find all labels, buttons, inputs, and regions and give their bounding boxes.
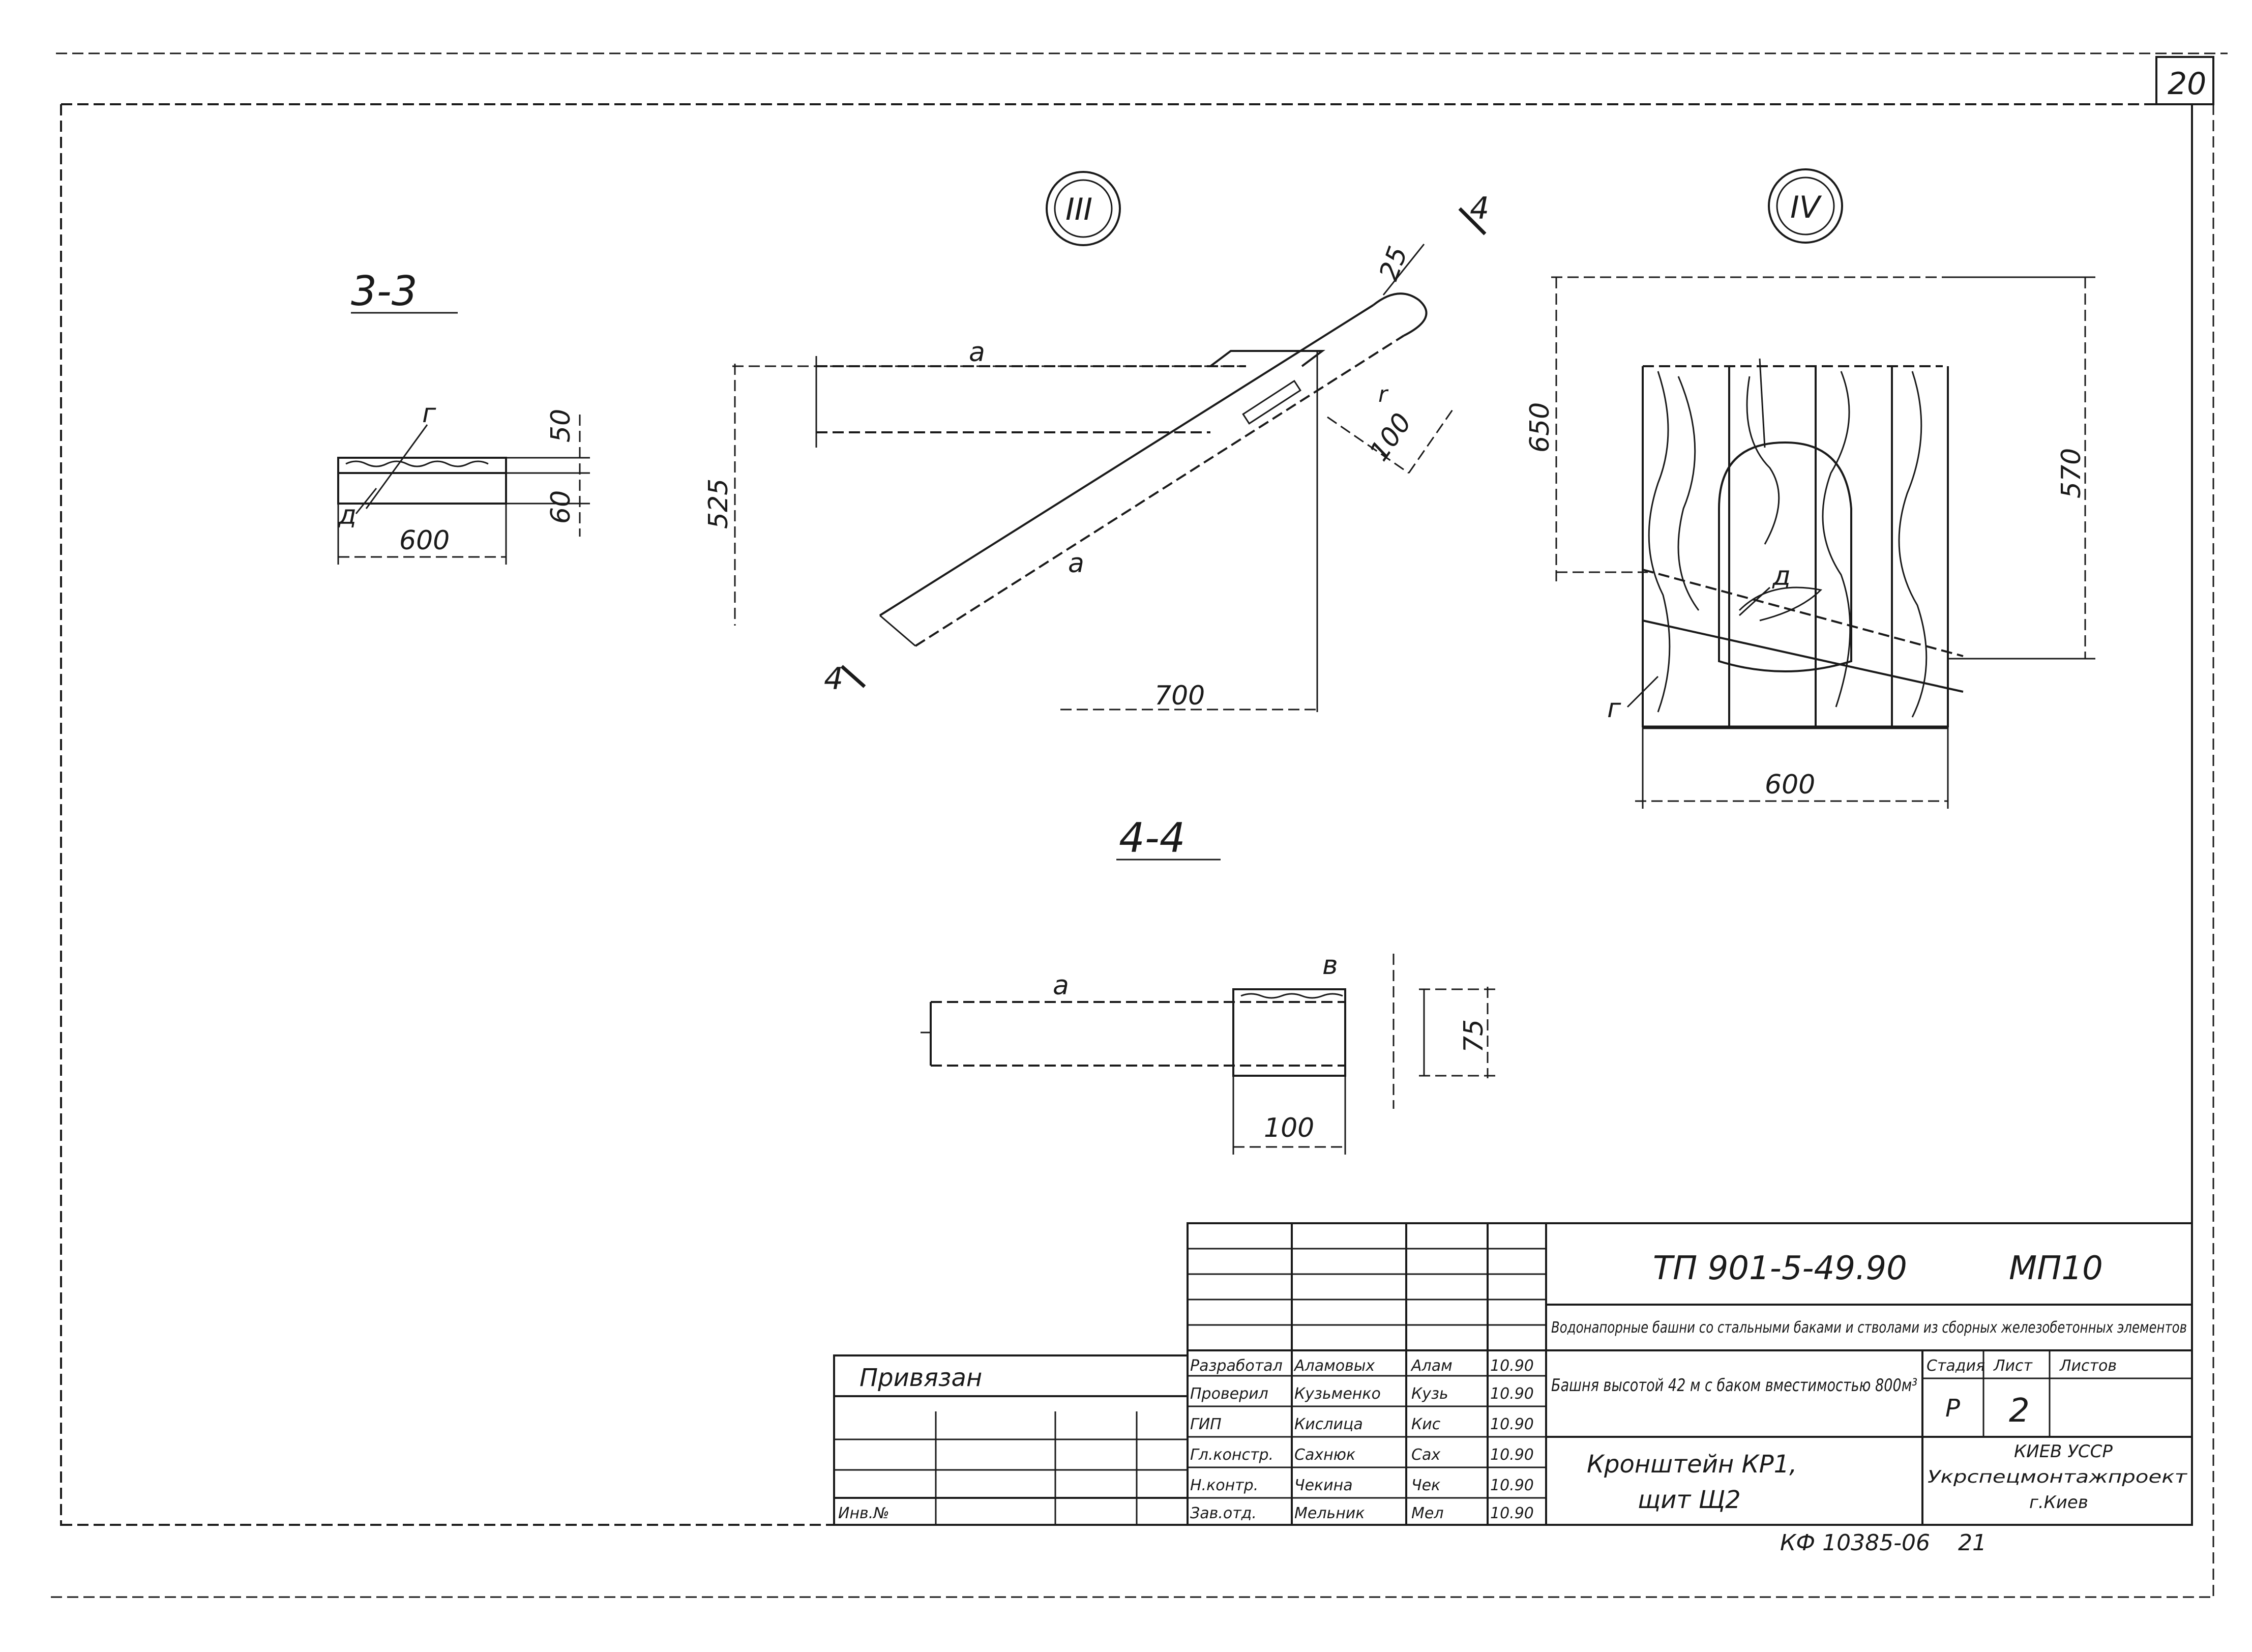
node-iii-marker: III xyxy=(1065,192,1092,227)
section-4-4 xyxy=(921,859,1500,1155)
title-project: Водонапорные башни со стальными баками и… xyxy=(1551,1319,2187,1337)
title-stage-value: Р xyxy=(1945,1394,1960,1423)
role-4-sign: Чек xyxy=(1411,1477,1440,1494)
role-2-role: ГИП xyxy=(1190,1415,1222,1433)
node-iii-label-a-top: а xyxy=(969,337,985,368)
section-3-3-dim-bottom: 60 xyxy=(546,490,576,524)
title-org-3: г.Киев xyxy=(2029,1492,2088,1513)
sheet-number: 20 xyxy=(2168,66,2206,102)
section-4-4-dim-height: 75 xyxy=(1459,1019,1489,1053)
side-table-inv: Инв.№ xyxy=(838,1504,889,1522)
role-3-role: Гл.констр. xyxy=(1190,1446,1273,1464)
section-3-3-dim-top: 50 xyxy=(546,409,576,442)
footer-code: КФ 10385-06 xyxy=(1780,1530,1930,1556)
role-5-role: Зав.отд. xyxy=(1190,1504,1257,1522)
title-mark: МП10 xyxy=(2009,1250,2103,1287)
section-3-3-label-d: д xyxy=(338,500,357,530)
title-sheet-value: 2 xyxy=(2009,1392,2030,1430)
role-2-sign: Кис xyxy=(1411,1415,1441,1433)
node-iii-dim-r: r xyxy=(1378,381,1389,407)
title-org-2: Укрспецмонтажпроект xyxy=(1928,1467,2187,1487)
node-iv xyxy=(1551,168,2095,809)
section-3-3-dim-width: 600 xyxy=(399,525,450,556)
role-5-name: Мельник xyxy=(1294,1504,1365,1522)
role-4-name: Чекина xyxy=(1294,1477,1353,1494)
node-iii xyxy=(732,171,1487,712)
role-3-name: Сахнюк xyxy=(1294,1446,1355,1464)
section-4-4-label-v: в xyxy=(1322,950,1338,981)
section-3-3-label-g: г xyxy=(422,398,436,429)
section-3-3-title: 3-3 xyxy=(351,268,418,315)
title-stage-header: Стадия xyxy=(1927,1357,1985,1375)
node-iv-dim-bottom: 600 xyxy=(1765,770,1815,800)
role-0-sign: Алам xyxy=(1410,1357,1453,1375)
node-iv-label-g: г xyxy=(1607,693,1621,724)
node-iv-dim-right: 570 xyxy=(2056,448,2087,498)
title-object: Башня высотой 42 м с баком вместимостью … xyxy=(1551,1375,1917,1396)
node-iii-dim-end: 100 xyxy=(1364,408,1417,467)
role-3-sign: Сах xyxy=(1411,1446,1440,1464)
node-iv-label-d: д xyxy=(1772,561,1791,592)
role-5-sign: Мел xyxy=(1411,1504,1444,1522)
node-iv-marker: IV xyxy=(1790,190,1822,225)
footer-num: 21 xyxy=(1958,1530,1987,1556)
title-drawing-2: щит Щ2 xyxy=(1638,1486,1741,1514)
node-iii-label-a-bottom: а xyxy=(1068,548,1084,579)
role-2-name: Кислица xyxy=(1294,1415,1363,1433)
title-drawing-1: Кронштейн КР1, xyxy=(1587,1450,1797,1479)
section-4-4-title: 4-4 xyxy=(1119,814,1186,862)
side-table-header: Привязан xyxy=(860,1364,982,1392)
section-3-3: 3-3 xyxy=(337,268,590,565)
node-iii-dim-height: 525 xyxy=(703,479,734,529)
role-1-date: 10.90 xyxy=(1490,1385,1534,1403)
node-iv-dim-left: 650 xyxy=(1525,402,1555,453)
node-iv-marker-circle xyxy=(1768,168,1843,244)
role-0-name: Аламовых xyxy=(1293,1357,1375,1375)
section-4-4-label-a: а xyxy=(1053,970,1069,1001)
node-iii-marker-circle xyxy=(1046,171,1121,246)
role-4-date: 10.90 xyxy=(1490,1477,1534,1494)
role-1-role: Проверил xyxy=(1190,1385,1268,1403)
role-1-name: Кузьменко xyxy=(1294,1385,1381,1403)
role-1-sign: Кузь xyxy=(1411,1385,1448,1403)
node-iii-dim-width: 700 xyxy=(1154,681,1205,711)
role-0-role: Разработал xyxy=(1190,1357,1283,1375)
title-block xyxy=(833,1222,2193,1526)
section-4-4-dim-width: 100 xyxy=(1264,1113,1314,1143)
role-0-date: 10.90 xyxy=(1490,1357,1534,1375)
role-5-date: 10.90 xyxy=(1490,1504,1534,1522)
node-iii-cut-top: 4 xyxy=(1470,191,1489,226)
title-code: ТП 901-5-49.90 xyxy=(1653,1250,1907,1287)
role-4-role: Н.контр. xyxy=(1190,1477,1258,1494)
title-sheets-header: Листов xyxy=(2059,1357,2117,1375)
role-3-date: 10.90 xyxy=(1490,1446,1534,1464)
role-2-date: 10.90 xyxy=(1490,1415,1534,1433)
node-iii-cut-bottom: 4 xyxy=(824,661,843,697)
node-iii-dim-bend: 25 xyxy=(1374,243,1414,285)
title-sheet-header: Лист xyxy=(1993,1357,2033,1375)
title-org-1: КИЕВ УССР xyxy=(2014,1441,2113,1462)
